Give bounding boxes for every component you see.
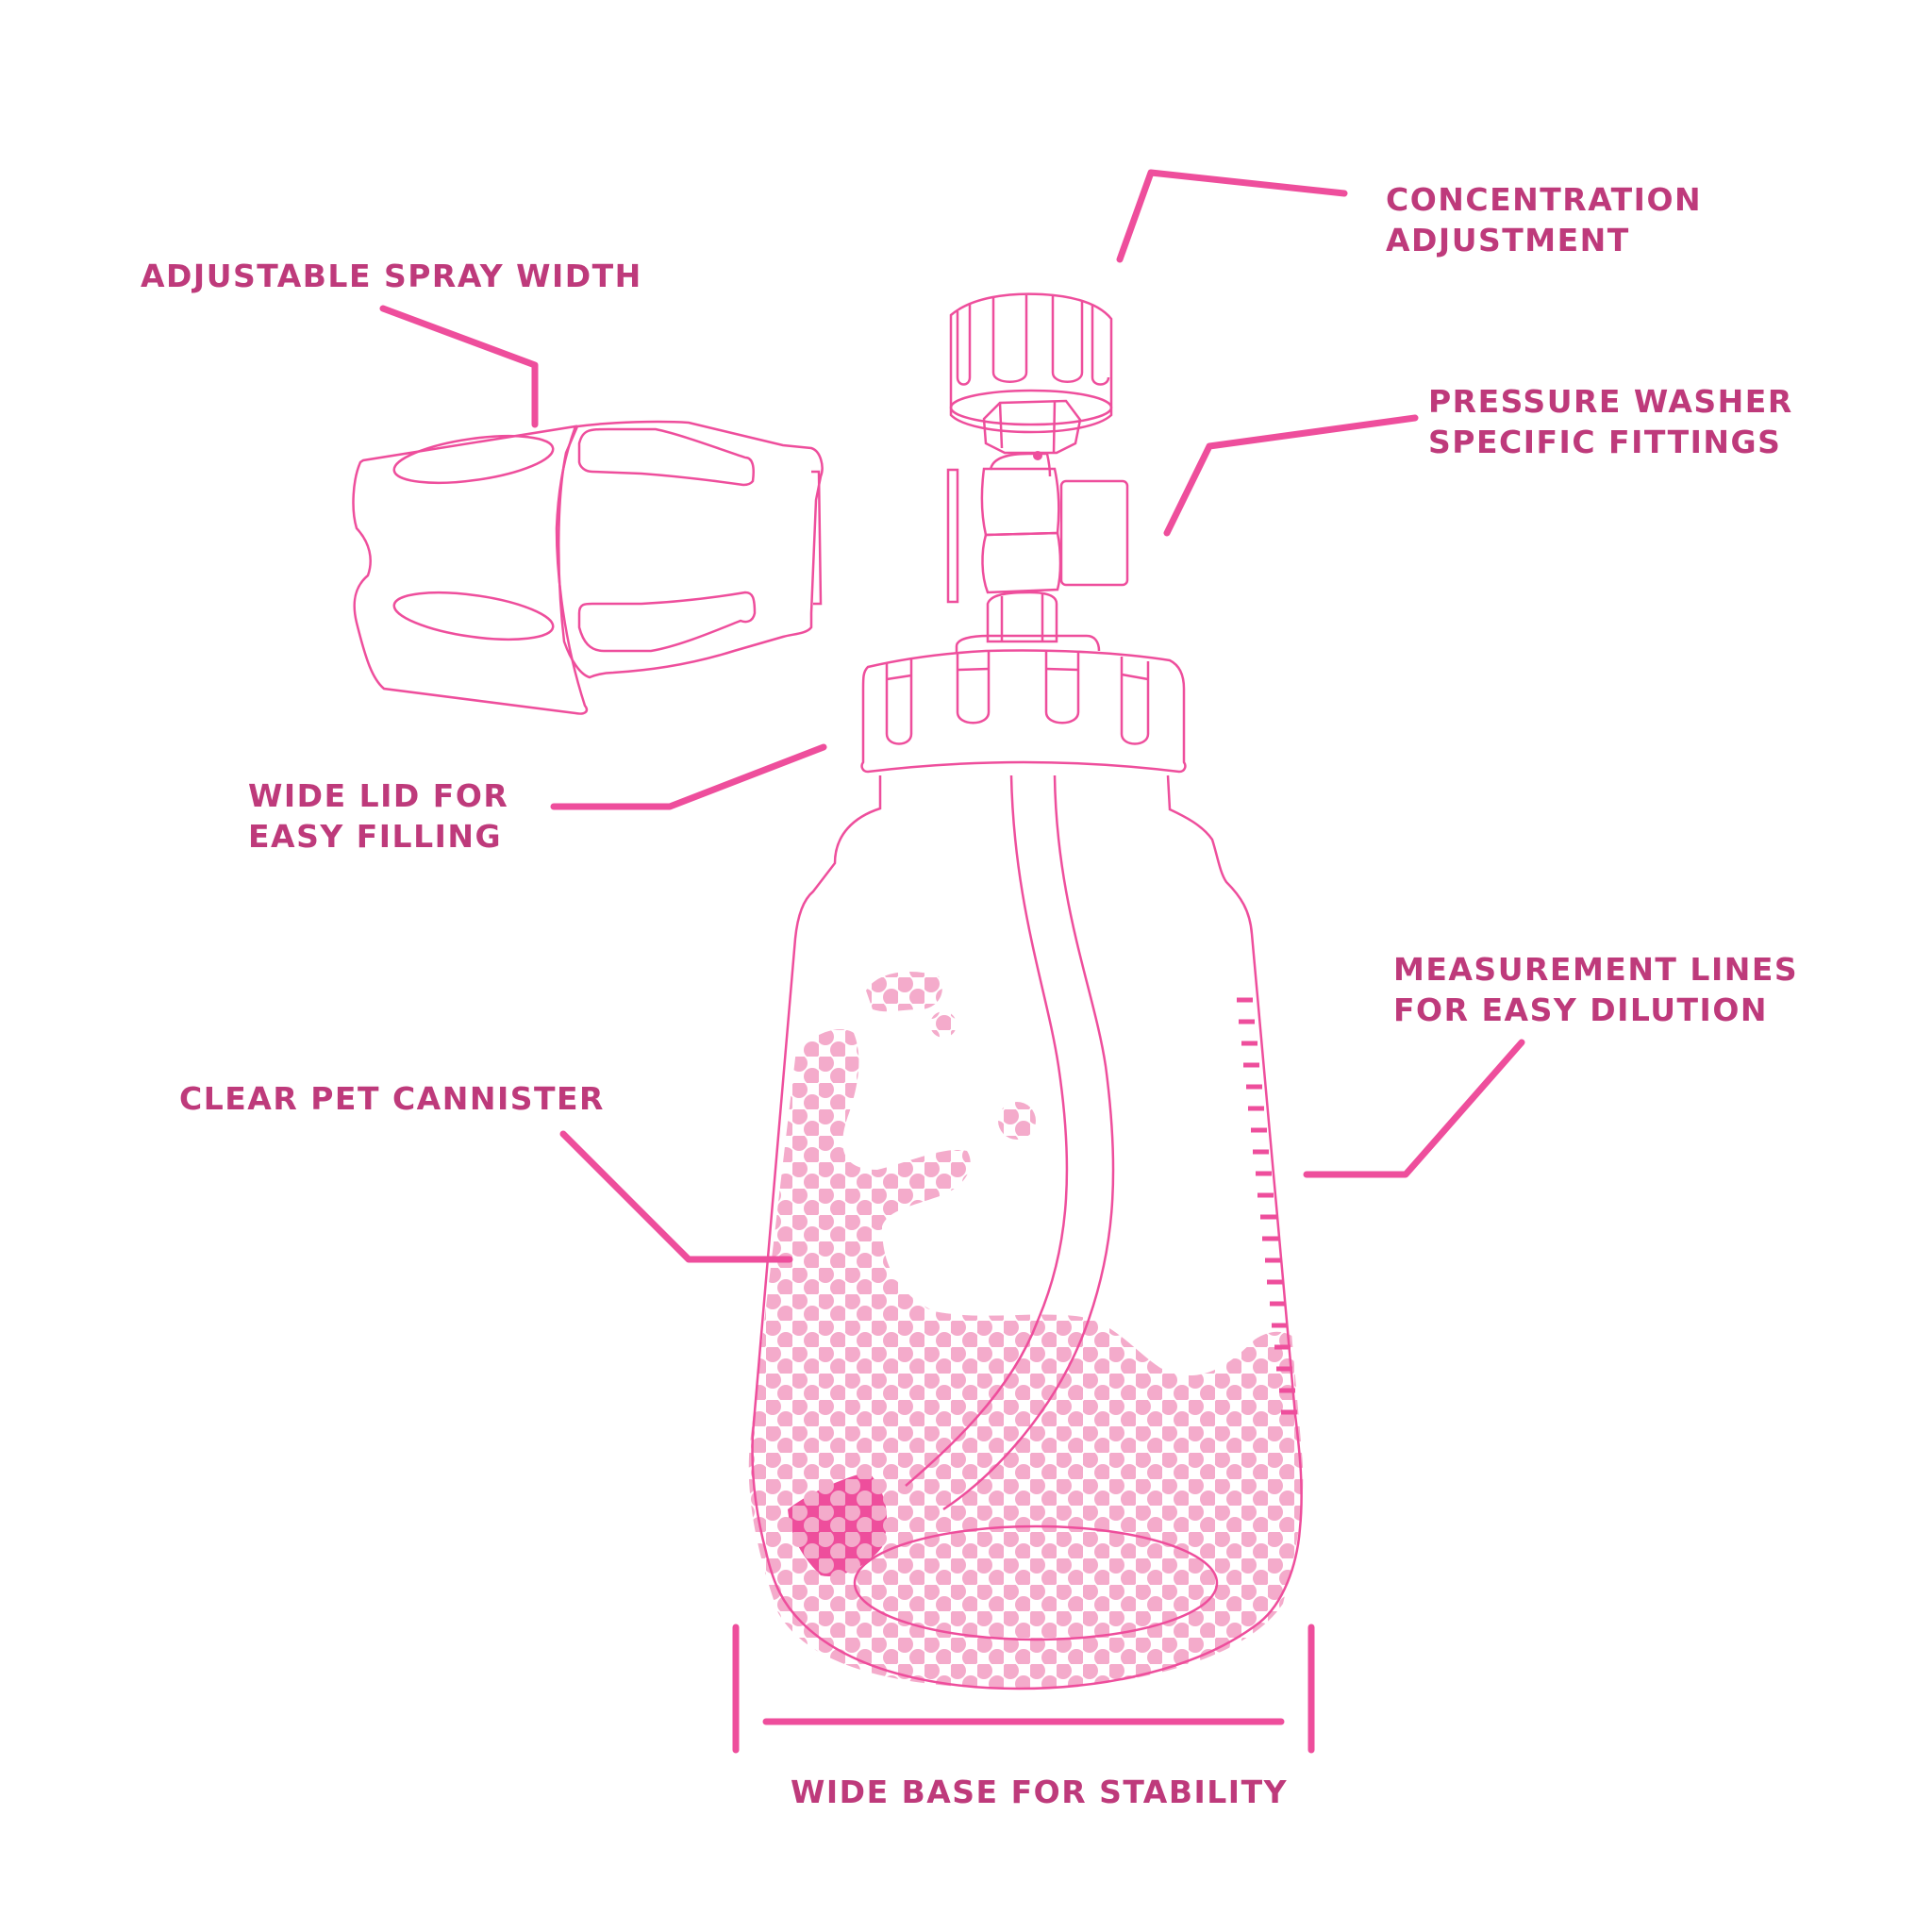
concentration-knob: [949, 292, 1113, 434]
label-wide-base: WIDE BASE FOR STABILITY: [791, 1772, 1288, 1812]
label-line: WIDE LID FOR: [248, 777, 509, 814]
label-line: WIDE BASE FOR STABILITY: [791, 1774, 1288, 1810]
liquid-halftone: [748, 972, 1304, 1689]
label-clear-pet-cannister: CLEAR PET CANNISTER: [179, 1078, 605, 1119]
leader-measurement: [1303, 1039, 1525, 1178]
label-adjustable-spray-width: ADJUSTABLE SPRAY WIDTH: [141, 256, 642, 296]
label-line: SPECIFIC FITTINGS: [1428, 424, 1782, 460]
leader-concentration: [1116, 169, 1348, 263]
measurement-lines: [1237, 997, 1297, 1415]
label-line: ADJUSTMENT: [1386, 222, 1630, 258]
label-line: FOR EASY DILUTION: [1393, 991, 1769, 1028]
suction-filter: [788, 1472, 887, 1576]
label-line: CLEAR PET CANNISTER: [179, 1080, 605, 1117]
label-pressure-washer-fittings: PRESSURE WASHER SPECIFIC FITTINGS: [1428, 381, 1793, 462]
leader-fittings: [1163, 414, 1419, 537]
label-line: ADJUSTABLE SPRAY WIDTH: [141, 258, 642, 294]
leader-cannister: [559, 1130, 793, 1263]
label-concentration-adjustment: CONCENTRATION ADJUSTMENT: [1386, 179, 1702, 260]
pressure-washer-fitting: [1059, 479, 1129, 587]
label-line: PRESSURE WASHER: [1428, 383, 1793, 420]
wide-lid: [860, 634, 1187, 774]
spray-nozzle: [352, 420, 824, 715]
siphon-tube: [942, 774, 1115, 1511]
leader-wide-lid: [550, 743, 827, 810]
bottle-body-outline: [751, 774, 1303, 1690]
bottle: [751, 774, 1303, 1690]
label-line: MEASUREMENT LINES: [1393, 951, 1799, 988]
leader-spray-width: [379, 305, 539, 428]
label-line: EASY FILLING: [248, 818, 503, 855]
label-measurement-lines: MEASUREMENT LINES FOR EASY DILUTION: [1393, 949, 1798, 1030]
label-wide-lid: WIDE LID FOR EASY FILLING: [248, 775, 508, 857]
indicator-dot: [1033, 451, 1042, 460]
leader-lines: [379, 169, 1525, 1754]
bottle-base-ellipse: [853, 1524, 1219, 1641]
label-line: CONCENTRATION: [1386, 181, 1703, 218]
siphon-tube: [905, 774, 1069, 1487]
fittings-assembly: [946, 292, 1129, 643]
